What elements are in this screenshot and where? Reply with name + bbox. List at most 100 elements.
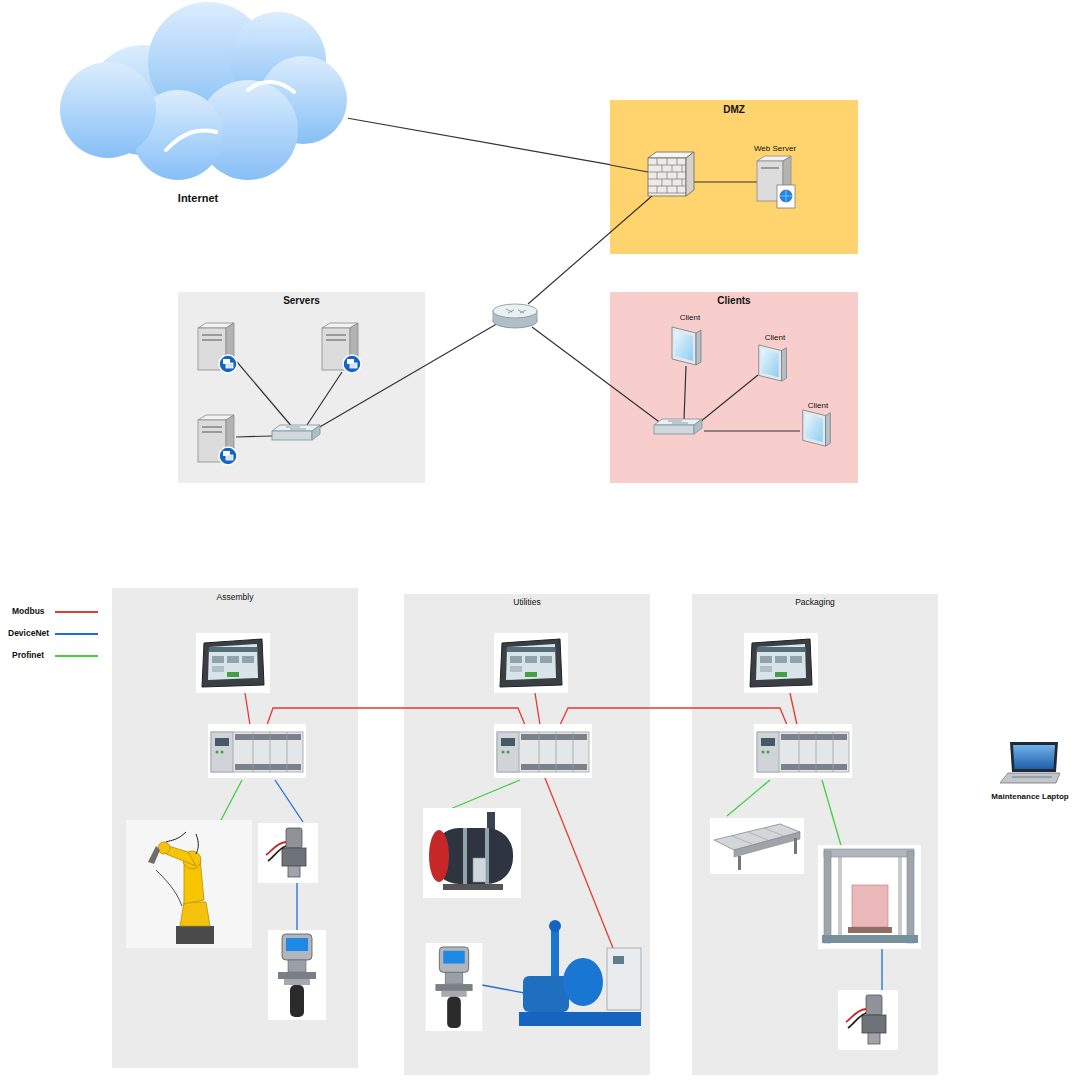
client-node: Client: [660, 311, 720, 369]
brick-joints: [657, 158, 682, 193]
boiler-skid: [443, 884, 503, 890]
text-group: Internet: [48, 192, 348, 205]
laptop-icon: [1000, 742, 1060, 783]
robot-tool: [148, 846, 160, 864]
zone-band: Assembly: [112, 588, 358, 1068]
legend-row: DeviceNet: [0, 625, 110, 643]
image-background: [818, 845, 921, 949]
node-label: Packaging: [692, 597, 938, 607]
conveyor-rollers: [732, 828, 784, 844]
text-group: Maintenance Laptop: [975, 792, 1085, 802]
robot-icon: [126, 820, 252, 948]
cloud-shape: [48, 0, 348, 185]
server-icon: [198, 415, 237, 465]
network-connector: [348, 118, 610, 164]
pallet-load: [852, 885, 888, 927]
wrapper-icon: [818, 845, 921, 949]
robot-lower-arm: [184, 858, 204, 904]
node-label: Clients: [610, 295, 858, 307]
profinet-wire: [822, 780, 842, 849]
node-label: Client: [660, 313, 720, 323]
network-wire: [700, 375, 758, 422]
boiler-band: [463, 828, 467, 884]
valve-icon: [258, 823, 318, 883]
web-server-icon: [757, 156, 795, 208]
laptop-screen: [1013, 745, 1055, 769]
network-wire: [684, 366, 686, 420]
legend-swatch: [55, 655, 98, 657]
plc-icon: [208, 724, 306, 778]
text-group: Client: [745, 333, 805, 343]
cloud-crease: [166, 82, 294, 150]
node-label: Utilities: [404, 597, 650, 607]
router-body: [493, 311, 537, 321]
client-node: Client: [788, 399, 848, 449]
laptop-node: Maintenance Laptop: [975, 737, 1085, 807]
laptop-base: [1000, 773, 1060, 783]
devicenet-wire: [296, 882, 297, 930]
switch-icon: [272, 425, 320, 440]
network-wire: [528, 196, 652, 304]
firewall-top: [648, 152, 694, 158]
text-group: Assembly: [112, 592, 358, 602]
modbus-wire: [245, 693, 250, 725]
conveyor-leg: [738, 856, 741, 870]
text-group: Client: [660, 313, 720, 323]
network-wire: [318, 322, 500, 428]
conveyor-belt: [714, 824, 800, 850]
robot-cable: [166, 832, 198, 854]
legend-swatch: [55, 633, 98, 635]
wrapper-platform: [822, 935, 918, 943]
network-wire: [236, 436, 272, 437]
compressor-cabinet: [607, 948, 641, 1010]
image-background: [423, 808, 521, 898]
text-group: Web Server: [740, 144, 810, 154]
legend-row: Profinet: [0, 647, 110, 665]
conveyor-side: [734, 832, 800, 857]
node-label: Maintenance Laptop: [975, 792, 1085, 802]
text-group: Client: [788, 401, 848, 411]
robot-base: [176, 926, 214, 944]
conveyor-icon: [710, 818, 804, 874]
router-arrows: [506, 309, 526, 313]
text-group: Packaging: [692, 597, 938, 607]
client-icon: [803, 410, 831, 446]
robot-wrist: [158, 842, 170, 854]
modbus-wire: [545, 778, 613, 948]
client-node: Client: [745, 331, 805, 385]
switch-icon: [654, 419, 702, 434]
node-label: Client: [745, 333, 805, 343]
modbus-wire: [790, 693, 797, 725]
client-icon: [672, 327, 701, 365]
node-label: Client: [788, 401, 848, 411]
devicenet-wire: [881, 948, 882, 990]
network-wire: [305, 372, 342, 428]
profinet-wire: [727, 780, 770, 816]
legend-text: Profinet: [12, 650, 44, 660]
cloud-lobe: [60, 62, 156, 158]
cloud-body: [60, 2, 347, 180]
legend-row: Modbus: [0, 603, 110, 621]
profinet-wire: [220, 780, 242, 822]
zone-band: Utilities: [404, 594, 650, 1075]
wrapper-beam: [824, 849, 914, 857]
robot-turret: [180, 902, 210, 926]
meter-icon: [268, 930, 326, 1020]
legend-text: DeviceNet: [8, 628, 49, 638]
network-wire: [694, 181, 757, 182]
hmi-icon: [196, 633, 270, 693]
pallet: [848, 927, 892, 933]
zone-band: DMZWeb Server: [610, 100, 858, 254]
brick-lines: [648, 165, 686, 193]
text-group: Clients: [610, 295, 858, 307]
laptop-keys: [1012, 776, 1052, 778]
firewall-front: [648, 158, 686, 196]
robot-upper-arm: [162, 844, 196, 866]
robot-joint: [183, 851, 201, 869]
compressor-pipe: [551, 924, 559, 976]
server-icon: [198, 323, 237, 373]
node-label: Assembly: [112, 592, 358, 602]
wrapper-post: [838, 855, 842, 935]
